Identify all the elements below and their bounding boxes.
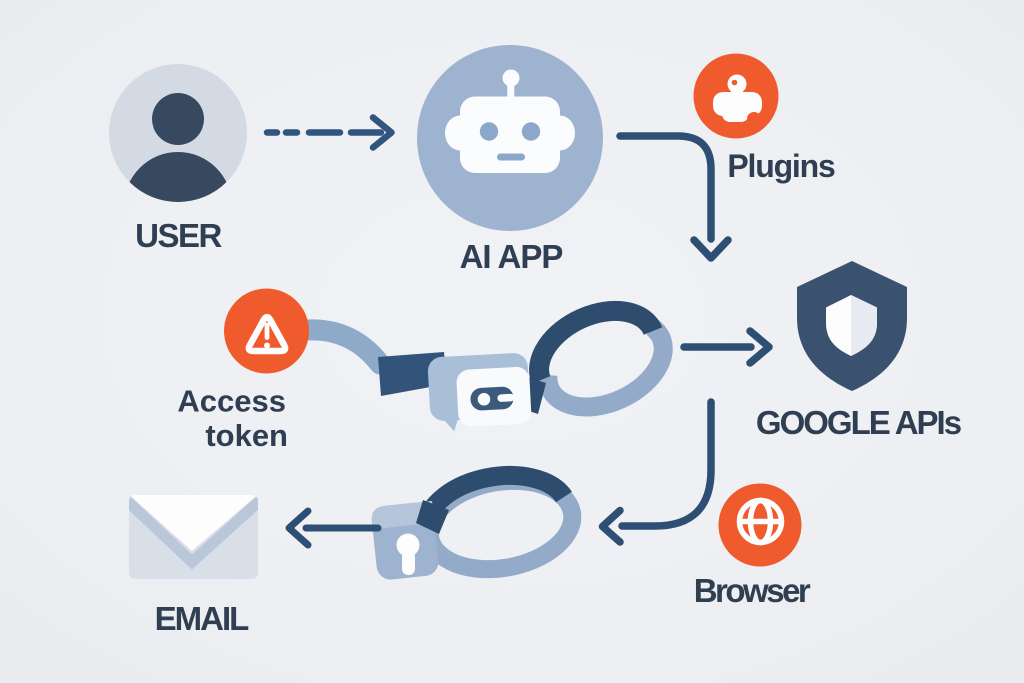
svg-text:token: token [205, 418, 288, 453]
svg-text:AI APP: AI APP [460, 238, 563, 275]
svg-text:Access: Access [177, 384, 286, 419]
svg-text:USER: USER [135, 217, 222, 254]
svg-text:Browser: Browser [694, 572, 811, 609]
svg-text:Plugins: Plugins [727, 148, 835, 184]
svg-text:EMAIL: EMAIL [155, 600, 250, 637]
svg-text:GOOGLE APIs: GOOGLE APIs [756, 404, 961, 441]
